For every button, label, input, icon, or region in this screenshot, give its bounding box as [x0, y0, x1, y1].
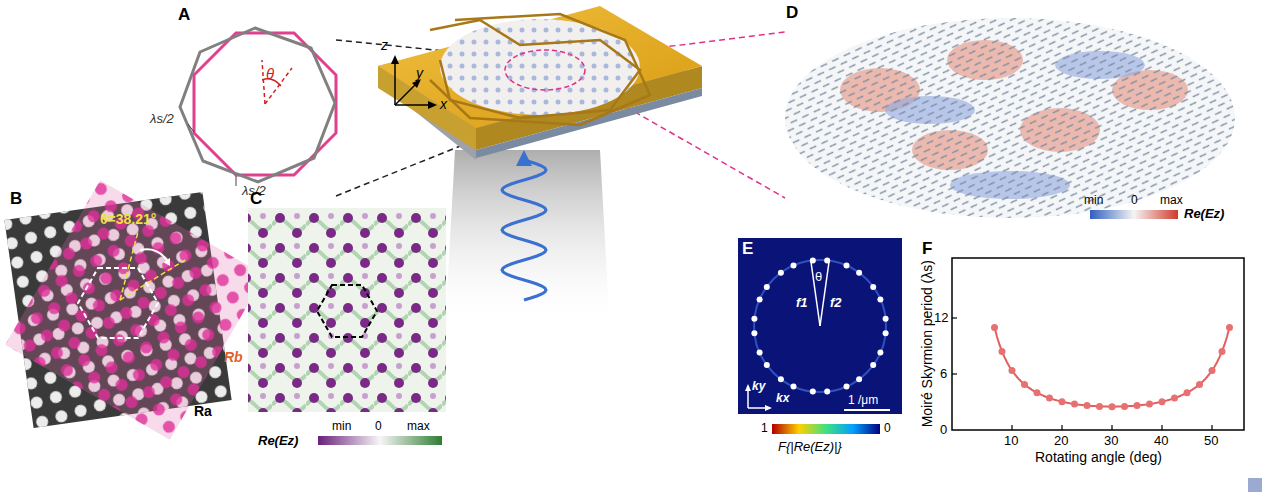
tick-label: 50	[1204, 434, 1218, 448]
panel-letter: E	[742, 240, 753, 259]
data-point	[1171, 395, 1178, 402]
fourier-peak	[778, 270, 784, 276]
fourier-peak	[883, 330, 889, 336]
axis-title: Moiré Skyrmion period (λs)	[920, 260, 935, 427]
data-point	[1134, 402, 1141, 409]
data-point	[991, 324, 998, 331]
fourier-peak	[856, 270, 862, 276]
fourier-peak	[844, 263, 850, 269]
colorbar-tick: max	[407, 420, 430, 433]
data-point	[1209, 367, 1216, 374]
axis-label: x	[440, 97, 447, 112]
data-point	[1046, 395, 1053, 402]
fourier-peak	[778, 376, 784, 382]
angle-symbol: θ	[266, 66, 274, 83]
fourier-peak	[764, 362, 770, 368]
colorbar-title: Re(Ez)	[1184, 207, 1224, 221]
fourier-peak	[844, 383, 850, 389]
colorbar-title: F{|Re(Ez)|}	[778, 440, 842, 454]
tick-label: 12	[934, 311, 948, 325]
data-point	[1034, 389, 1041, 396]
lattice-label: Ra	[194, 404, 212, 419]
fourier-peak	[877, 297, 883, 303]
data-point	[999, 348, 1006, 355]
fourier-peak	[824, 389, 830, 395]
tick-label: 6	[940, 367, 947, 381]
axis-label: kx	[776, 392, 789, 405]
fourier-peak	[764, 284, 770, 290]
data-point	[1159, 398, 1166, 405]
colorbar-tick: 0	[375, 420, 382, 433]
fourier-peak	[856, 376, 862, 382]
panel-letter: A	[178, 6, 190, 25]
colorbar-tick: min	[1084, 194, 1103, 207]
panel-letter: C	[250, 190, 262, 209]
panel-letter: F	[922, 240, 932, 259]
vector-label: f2	[830, 296, 842, 310]
scale-bar-label: 1 /μm	[848, 394, 878, 407]
data-point	[1196, 381, 1203, 388]
data-point	[1146, 401, 1153, 408]
data-point	[1184, 389, 1191, 396]
vector-label: f1	[796, 296, 808, 310]
dimension: λs/2	[150, 112, 174, 126]
fourier-peak	[877, 350, 883, 356]
colorbar-tick: max	[1160, 194, 1183, 207]
panel-letter: B	[10, 190, 22, 209]
fourier-peak	[870, 284, 876, 290]
data-point	[1059, 398, 1066, 405]
fourier-peak	[757, 350, 763, 356]
angle-symbol: θ	[815, 270, 822, 284]
colorbar-tick: 1	[761, 422, 768, 435]
data-point	[1226, 324, 1233, 331]
fourier-peak	[883, 316, 889, 322]
axis-label: z	[381, 38, 388, 53]
colorbar-title: Re(Ez)	[258, 434, 298, 448]
fourier-peak	[751, 330, 757, 336]
tick-label: 30	[1104, 434, 1118, 448]
tick-label: 0	[940, 423, 947, 437]
data-point	[1084, 402, 1091, 409]
colorbar-tick: 0	[884, 422, 891, 435]
data-point	[1071, 401, 1078, 408]
tick-label: 40	[1154, 434, 1168, 448]
fourier-peak	[791, 263, 797, 269]
tick-label: 10	[1004, 434, 1018, 448]
axis-label: ky	[752, 380, 765, 393]
data-point	[1109, 403, 1116, 410]
axis-title: Rotating angle (deg)	[1035, 450, 1162, 465]
fourier-peak	[870, 362, 876, 368]
angle-value: θ=38.21°	[100, 212, 156, 227]
data-point	[1121, 403, 1128, 410]
data-point	[1096, 403, 1103, 410]
data-point	[1219, 348, 1226, 355]
colorbar-tick: min	[332, 420, 351, 433]
tick-label: 20	[1054, 434, 1068, 448]
data-point	[1021, 381, 1028, 388]
data-point	[1009, 367, 1016, 374]
fourier-peak	[751, 316, 757, 322]
fourier-peak	[810, 389, 816, 395]
fourier-ring	[754, 260, 886, 392]
lattice-label: Rb	[224, 350, 243, 365]
colorbar-tick: 0	[1131, 194, 1138, 207]
axis-label: y	[416, 66, 423, 81]
panel-letter: D	[786, 4, 798, 23]
fourier-peak	[791, 383, 797, 389]
fourier-peak	[757, 297, 763, 303]
